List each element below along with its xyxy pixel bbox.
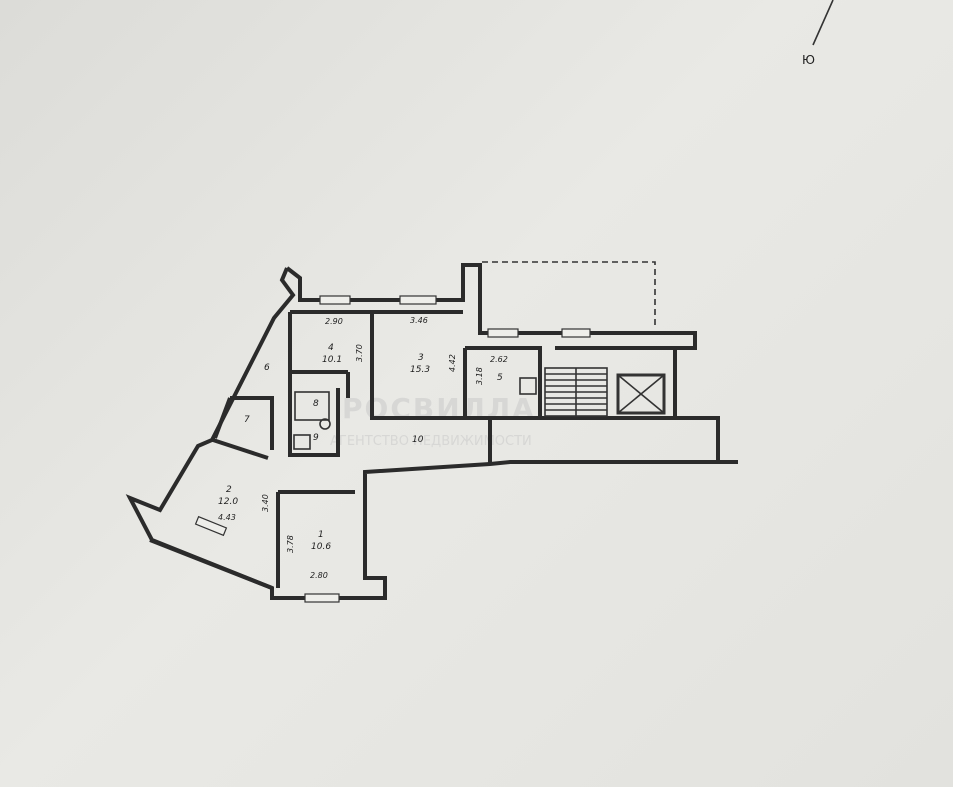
- room-1-dim-width: 2.80: [310, 571, 328, 580]
- room-5-number: 5: [497, 373, 503, 383]
- compass: Ю: [802, 0, 834, 67]
- room-1-area: 10.6: [311, 542, 331, 552]
- room-2-number: 2: [226, 485, 232, 495]
- room-4-area: 10.1: [322, 355, 342, 365]
- room-2: 2 12.0 3.40 4.43: [218, 485, 270, 522]
- room-4-dim-width: 2.90: [325, 317, 343, 326]
- stairwell: [544, 367, 608, 417]
- room-8-number: 8: [313, 399, 319, 409]
- room-2-area: 12.0: [218, 497, 238, 507]
- room-3: 3 15.3 3.46 4.42: [410, 316, 457, 375]
- room-5-dim-height: 3.18: [475, 367, 484, 385]
- room-5-dim-width: 2.62: [490, 355, 508, 364]
- room-3-number: 3: [418, 353, 424, 363]
- room-1-number: 1: [318, 530, 324, 540]
- elevator-shaft: [616, 373, 666, 415]
- interior-walls: [212, 310, 675, 588]
- compass-needle: [812, 0, 834, 46]
- windows: [194, 295, 591, 603]
- room-10-number: 10: [412, 435, 424, 445]
- room-4: 4 10.1 2.90 3.70: [322, 317, 364, 365]
- room-6-number: 6: [264, 363, 270, 373]
- compass-label: Ю: [802, 53, 815, 67]
- room-1: 1 10.6 3.78 2.80: [286, 530, 331, 580]
- watermark-subtitle: АГЕНТСТВО НЕДВИЖИМОСТИ: [330, 434, 532, 449]
- room-3-dim-height: 4.42: [448, 354, 457, 372]
- room-3-area: 15.3: [410, 365, 430, 375]
- room-1-dim-height: 3.78: [286, 535, 295, 553]
- room-9-number: 9: [313, 433, 319, 443]
- room-2-dim-height: 3.40: [261, 494, 270, 512]
- room-4-dim-height: 3.70: [355, 344, 364, 362]
- bathroom-fixtures: [293, 377, 537, 450]
- watermark: РОСВИЛЛА АГЕНТСТВО НЕДВИЖИМОСТИ: [330, 392, 534, 449]
- room-2-dim-width: 4.43: [218, 513, 236, 522]
- room-3-dim-width: 3.46: [410, 316, 428, 325]
- room-7-number: 7: [244, 415, 250, 425]
- room-5: 5 2.62 3.18: [475, 355, 508, 385]
- room-4-number: 4: [328, 343, 334, 353]
- balcony-outline: [482, 261, 656, 326]
- outer-walls: [125, 263, 738, 600]
